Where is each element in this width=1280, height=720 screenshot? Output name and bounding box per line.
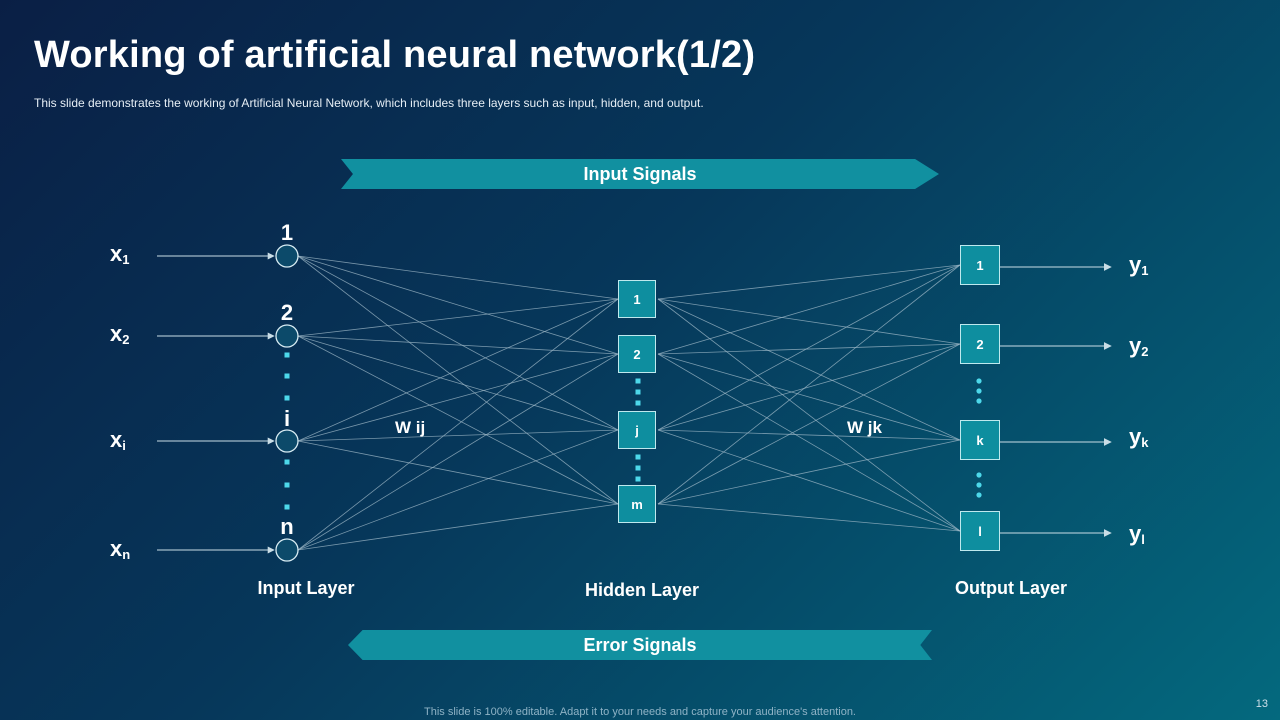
edge-hidden-2-output-l [657,353,961,532]
input-node-number-i: i [283,406,291,431]
hidden-node-j: j [618,411,656,449]
hidden-node-2: 2 [618,335,656,373]
weight-label-wjk: W jk [847,418,882,437]
slide-title: Working of artificial neural network(1/2… [34,34,756,76]
output-layer-label: Output Layer [954,578,1068,598]
edge-input-2-hidden-j [297,335,619,431]
edge-hidden-m-output-2 [657,343,961,505]
footer-note: This slide is 100% editable. Adapt it to… [424,706,856,718]
output-label-y2: y2 [1129,333,1149,359]
edge-input-n-hidden-2 [297,353,619,551]
output-ellipsis-b-2 [976,492,982,498]
output-node-k: k [960,420,1000,460]
hidden-ellipsis-b-1 [635,465,641,471]
input-ellipsis-a-0 [284,352,290,358]
connection-lines [297,255,961,551]
edge-hidden-j-output-2 [657,343,961,431]
hidden-ellipsis-b-2 [635,476,641,482]
output-ellipsis-b-0 [976,472,982,478]
output-label-yl: yl [1129,521,1145,547]
output-ellipsis-b-1 [976,482,982,488]
input-layer-label: Input Layer [257,578,355,598]
input-ellipsis-a-1 [284,373,290,379]
ellipsis-dots [284,352,982,510]
output-ellipsis-a-0 [976,378,982,384]
output-node-2: 2 [960,324,1000,364]
input-ellipsis-b-1 [284,482,290,488]
edge-input-1-hidden-1 [297,255,619,300]
input-nodes [275,244,299,562]
input-node-n [275,538,299,562]
weight-label-wij: W ij [395,418,426,437]
edge-input-i-hidden-m [297,440,619,505]
input-node-2 [275,324,299,348]
input-label-xn: xn [110,536,131,562]
hidden-node-m: m [618,485,656,523]
edge-hidden-m-output-1 [657,264,961,505]
edge-hidden-1-output-1 [657,264,961,300]
hidden-layer-label: Hidden Layer [584,580,700,600]
input-ellipsis-a-2 [284,395,290,401]
hidden-ellipsis-a-0 [635,378,641,384]
output-label-y1: y1 [1129,252,1149,278]
input-ellipsis-b-0 [284,459,290,465]
input-node-number-1: 1 [280,220,294,245]
output-node-1: 1 [960,245,1000,285]
edge-input-i-hidden-1 [297,298,619,442]
input-ellipsis-b-2 [284,504,290,510]
edge-hidden-j-output-l [657,429,961,532]
hidden-ellipsis-a-1 [635,389,641,395]
input-node-number-2: 2 [280,300,294,325]
input-node-1 [275,244,299,268]
edge-input-2-hidden-1 [297,298,619,337]
edge-input-i-hidden-j [297,429,619,442]
edge-input-1-hidden-2 [297,255,619,355]
slide-subtitle: This slide demonstrates the working of A… [34,96,704,110]
edge-input-i-hidden-2 [297,353,619,442]
output-label-yk: yk [1129,424,1149,450]
edge-input-1-hidden-j [297,255,619,431]
output-node-l: l [960,511,1000,551]
edge-hidden-j-output-1 [657,264,961,431]
input-label-xi: xi [110,427,126,453]
page-number: 13 [1255,698,1268,710]
hidden-ellipsis-b-0 [635,454,641,460]
edge-hidden-2-output-1 [657,264,961,355]
edge-hidden-1-output-l [657,298,961,532]
edge-hidden-m-output-k [657,439,961,505]
error-signals-banner: Error Signals [348,630,932,660]
edge-hidden-2-output-k [657,353,961,441]
edge-input-2-hidden-2 [297,335,619,355]
edge-input-2-hidden-m [297,335,619,505]
hidden-ellipsis-a-2 [635,400,641,406]
hidden-node-1: 1 [618,280,656,318]
edge-input-1-hidden-m [297,255,619,505]
output-ellipsis-a-2 [976,398,982,404]
output-ellipsis-a-1 [976,388,982,394]
input-node-number-n: n [280,514,294,539]
signal-arrows [157,252,1112,554]
input-node-i [275,429,299,453]
input-signals-banner: Input Signals [341,159,939,189]
edge-input-n-hidden-1 [297,298,619,551]
edge-input-n-hidden-j [297,429,619,551]
input-label-x2: x2 [110,321,130,347]
edge-hidden-m-output-l [657,503,961,532]
edge-hidden-j-output-k [657,429,961,441]
edge-input-n-hidden-m [297,503,619,551]
input-label-x1: x1 [110,241,130,267]
edge-hidden-1-output-k [657,298,961,441]
edge-hidden-1-output-2 [657,298,961,345]
edge-hidden-2-output-2 [657,343,961,355]
